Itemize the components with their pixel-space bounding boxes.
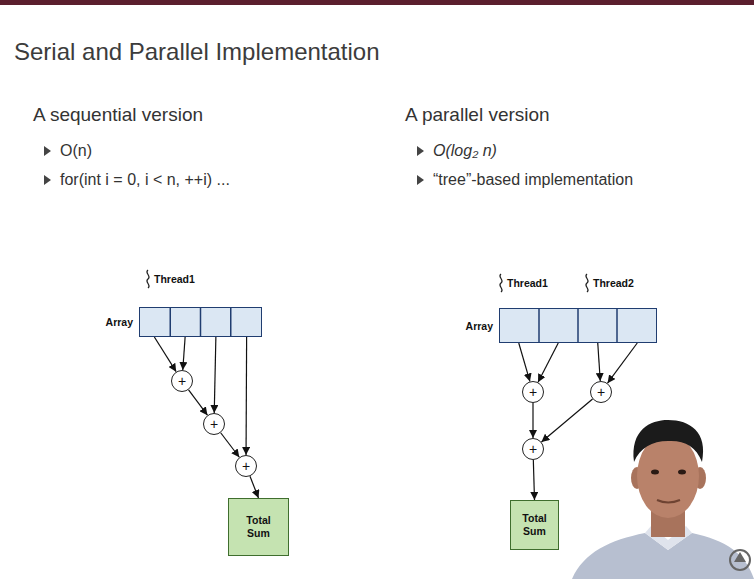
array-cell-divider bbox=[230, 308, 232, 336]
adder-circle: + bbox=[522, 381, 544, 403]
flow-arrow bbox=[538, 343, 558, 382]
result-text: Total Sum bbox=[514, 512, 555, 537]
array-label: Array bbox=[106, 316, 133, 328]
array-cell-divider bbox=[200, 308, 202, 336]
flow-arrow bbox=[154, 337, 176, 372]
institute-logo bbox=[730, 550, 750, 570]
bullet-text: O(n) bbox=[60, 141, 92, 160]
top-band bbox=[0, 0, 754, 5]
slide-title: Serial and Parallel Implementation bbox=[14, 38, 380, 67]
bullet-marker bbox=[44, 146, 51, 156]
section-heading: A sequential version bbox=[33, 104, 203, 127]
array-cell-divider bbox=[577, 309, 579, 342]
thread-label: Thread2 bbox=[593, 277, 634, 290]
operator-symbol: + bbox=[210, 417, 218, 431]
bullet-marker bbox=[417, 146, 424, 156]
thread-squiggle bbox=[500, 274, 502, 292]
flow-arrow bbox=[245, 337, 247, 455]
array-cells bbox=[140, 308, 261, 336]
flow-arrow bbox=[532, 403, 533, 438]
result-box: Total Sum bbox=[228, 498, 289, 556]
section-heading: A parallel version bbox=[405, 104, 550, 127]
operator-symbol: + bbox=[529, 442, 537, 456]
bullet-text: “tree”-based implementation bbox=[433, 170, 633, 189]
array-label: Array bbox=[466, 320, 493, 332]
result-text: Total Sum bbox=[237, 514, 280, 539]
array-box: Array bbox=[499, 308, 657, 343]
operator-symbol: + bbox=[597, 385, 605, 399]
flow-arrow bbox=[608, 343, 638, 383]
presenter-hair bbox=[633, 420, 703, 462]
presenter-eye bbox=[651, 470, 659, 475]
array-cell-divider bbox=[616, 309, 618, 342]
flow-arrow bbox=[221, 433, 240, 458]
array-cells bbox=[500, 309, 656, 342]
institute-logo bbox=[734, 552, 746, 562]
flow-arrow bbox=[519, 343, 530, 381]
bullet-text: O(log₂ n) bbox=[433, 141, 497, 160]
flow-arrow bbox=[214, 337, 216, 413]
array-cell-divider bbox=[538, 309, 540, 342]
bullet-text: for(int i = 0, i < n, ++i) ... bbox=[60, 170, 230, 189]
flow-arrow bbox=[183, 337, 185, 370]
adder-circle: + bbox=[522, 438, 544, 460]
bullet-marker bbox=[417, 175, 424, 185]
presenter-figure bbox=[572, 420, 754, 579]
adder-circle: + bbox=[235, 455, 257, 477]
operator-symbol: + bbox=[242, 459, 250, 473]
operator-symbol: + bbox=[178, 374, 186, 388]
presenter-mouth bbox=[657, 500, 680, 503]
flow-arrow bbox=[598, 343, 601, 381]
array-box: Array bbox=[139, 307, 262, 337]
presenter-eye bbox=[678, 470, 686, 475]
thread-label: Thread1 bbox=[154, 273, 195, 286]
array-cell-divider bbox=[170, 308, 172, 336]
thread-label: Thread1 bbox=[507, 277, 548, 290]
adder-circle: + bbox=[590, 381, 612, 403]
flow-arrow bbox=[189, 390, 208, 415]
adder-circle: + bbox=[203, 413, 225, 435]
thread-squiggle bbox=[586, 274, 588, 292]
flow-arrow bbox=[541, 399, 592, 442]
flow-arrow bbox=[533, 460, 534, 500]
adder-circle: + bbox=[171, 370, 193, 392]
bullet-marker bbox=[44, 175, 51, 185]
thread-squiggle bbox=[147, 270, 149, 288]
operator-symbol: + bbox=[529, 385, 537, 399]
result-box: Total Sum bbox=[510, 500, 559, 550]
flow-arrow bbox=[250, 476, 258, 498]
